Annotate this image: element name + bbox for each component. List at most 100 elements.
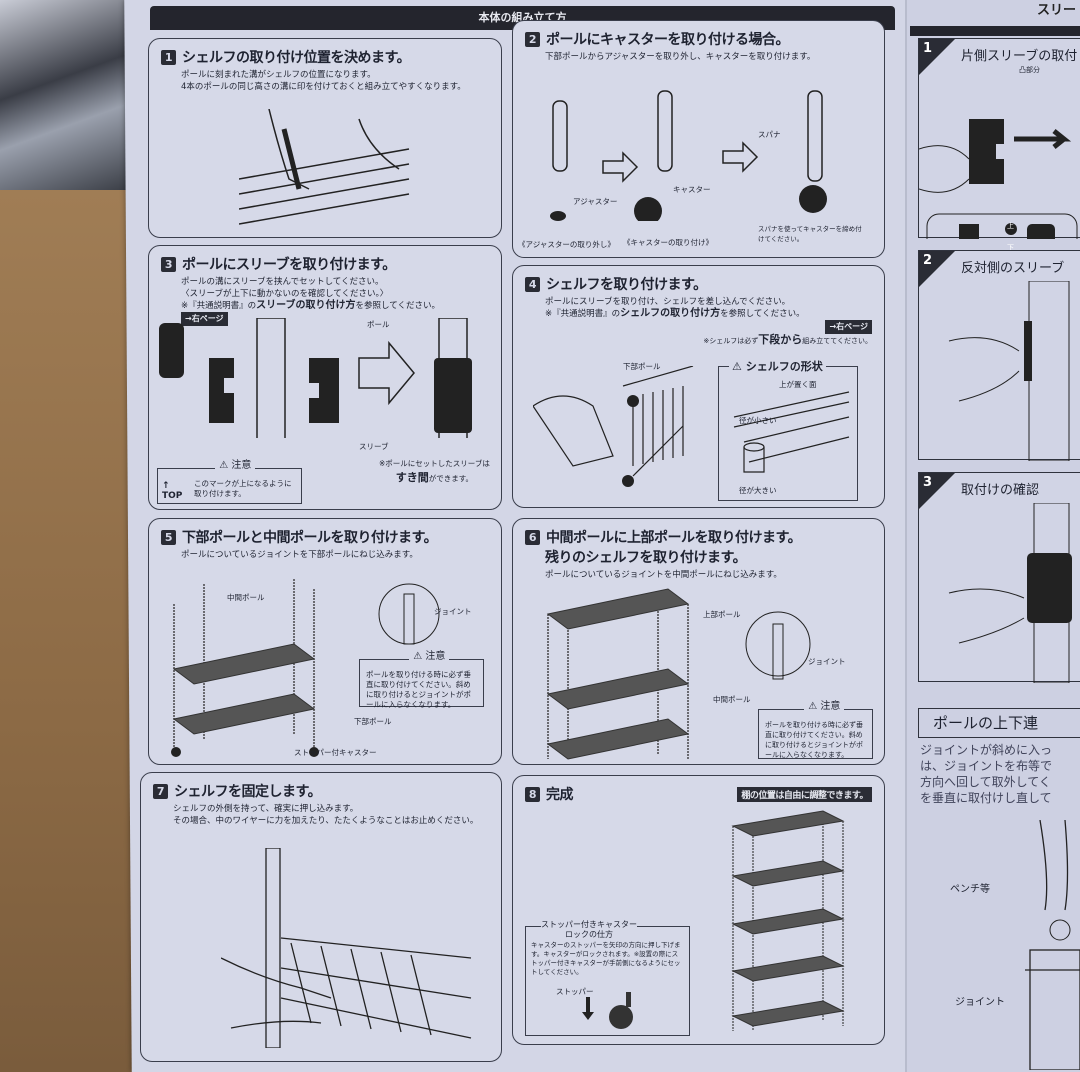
caution-note: ⚠ 注意 ↑TOP このマークが上になるように取り付けます。	[157, 461, 302, 504]
step-desc: 〈スリーブが上下に動かないのを確認してください。〉	[181, 289, 389, 299]
label-convex: 凸部分	[1019, 66, 1040, 74]
caption-caster-install: 《キャスターの取り付け》	[623, 238, 713, 247]
caution-title: ⚠ 注意	[215, 461, 256, 471]
label-spanner: スパナ	[758, 130, 781, 139]
ref-bold: シェルフの取り付け方	[620, 308, 721, 319]
pole-connection-text: ジョイントが斜めに入っは、ジョイントを布等で方向へ回して取外してくを垂直に取付け…	[920, 743, 1053, 805]
label-sleeve: スリーブ	[359, 442, 389, 451]
caption-adjuster-removal: 《アジャスターの取り外し》	[518, 240, 615, 249]
step-number: 6	[525, 529, 540, 545]
label-joint: ジョイント	[808, 657, 846, 666]
ref-prefix: ※『共通説明書』の	[181, 301, 257, 311]
label-joint: ジョイント	[434, 607, 472, 616]
marking-pole-illustration	[239, 109, 410, 225]
right-page-header: スリー	[1036, 3, 1076, 18]
step-number: 2	[525, 31, 540, 47]
label-mid-pole: 中間ポール	[713, 695, 751, 704]
sleeve-step-1: 1 片側スリーブの取付 凸部分 上 下	[918, 38, 1080, 252]
step-desc: 4本のポールの同じ高さの溝に印を付けておくと組み立てやすくなります。	[181, 82, 466, 92]
step-title: 完成	[546, 787, 574, 803]
order-note: ※シェルフは必ず	[703, 337, 759, 345]
label-pliers: ペンチ等	[950, 884, 990, 895]
step-title: シェルフを取り付けます。	[546, 277, 707, 293]
step-desc: シェルフの外側を持って、確実に押し込みます。	[173, 804, 359, 814]
caution-title: ⚠ 注意	[804, 702, 845, 712]
gap-note: ※ポールにセットしたスリーブはすき間ができます。	[379, 458, 490, 485]
step-4-panel: 4 シェルフを取り付けます。 ポールにスリーブを取り付け、シェルフを差し込んでくだ…	[512, 265, 885, 508]
ref-suffix: を参照してください。	[355, 301, 441, 311]
sleeve-hand-illustration	[919, 119, 1078, 239]
upper-shelf-illustration	[546, 588, 811, 760]
fix-shelf-illustration	[221, 848, 472, 1048]
label-adjuster: アジャスター	[573, 197, 618, 206]
label-lower-pole: 下部ポール	[354, 717, 392, 726]
pliers-joint-illustration	[1025, 820, 1080, 1070]
step-7-panel: 7 シェルフを固定します。 シェルフの外側を持って、確実に押し込みます。その場合、…	[140, 772, 502, 1062]
order-suffix: 組み立ててください。	[802, 337, 872, 345]
order-bold: 下段から	[758, 333, 803, 346]
step-title: 下部ポールと中間ポールを取り付けます。	[182, 530, 438, 546]
caution-text: ポールを取り付ける時に必ず垂直に取り付けてください。斜めに取り付けるとジョイント…	[366, 670, 471, 709]
label-mid-pole: 中間ポール	[227, 593, 265, 602]
label-top-face: 上が置く面	[779, 380, 817, 389]
step-desc: その場合、中のワイヤーに力を加えたり、たたくようなことはお止めください。	[173, 816, 479, 826]
step-number: 4	[525, 276, 540, 292]
step-title: ポールにキャスターを取り付ける場合。	[546, 32, 790, 48]
lower-shelf-illustration	[171, 579, 440, 757]
label-down: 下	[1007, 244, 1014, 252]
step-number: 1	[161, 49, 176, 65]
step-title: 取付けの確認	[961, 483, 1040, 498]
shelf-insert-illustration	[533, 366, 694, 487]
sleeve-step-2: 2 反対側のスリーブ	[918, 250, 1080, 461]
sleeve-illustration	[159, 318, 472, 438]
step-desc: ポールに刻まれた溝がシェルフの位置になります。	[181, 70, 376, 80]
shelf-corner-illustration	[733, 391, 850, 473]
caution-text: ポールを取り付ける時に必ず垂直に取り付けてください。斜めに取り付けるとジョイント…	[765, 721, 863, 759]
step-title: 中間ポールに上部ポールを取り付けます。	[546, 530, 802, 546]
label-upper-pole: 上部ポール	[703, 610, 741, 619]
top-mark: ↑TOP	[162, 481, 183, 501]
step-title: ポールにスリーブを取り付けます。	[182, 257, 396, 273]
step-desc: ポールにスリーブを取り付け、シェルフを差し込んでください。	[545, 297, 791, 307]
label-joint: ジョイント	[955, 997, 1005, 1008]
sleeve-step-3: 3 取付けの確認	[918, 472, 1080, 683]
step-title: シェルフを固定します。	[174, 784, 322, 800]
step-number: 5	[161, 529, 176, 545]
gap-note-suffix: ができます。	[428, 474, 474, 483]
caution-text: このマークが上になるように取り付けます。	[194, 479, 292, 498]
background-plastic	[0, 0, 140, 200]
ref-prefix: ※『共通説明書』の	[545, 309, 621, 319]
caution-note: ⚠ 注意ポールを取り付ける時に必ず垂直に取り付けてください。斜めに取り付けるとジ…	[758, 702, 873, 759]
caption-spanner: スパナを使ってキャスターを締め付けてください。	[758, 225, 862, 243]
pole-connection-title: ポールの上下連	[918, 708, 1080, 738]
label-pole: ポール	[367, 320, 390, 329]
background-cardboard	[0, 190, 140, 1072]
step-number: 3	[161, 256, 176, 272]
label-stopper: ストッパー	[556, 987, 594, 996]
sleeve-check-illustration	[948, 503, 1072, 683]
caution-note: ⚠ 注意ポールを取り付ける時に必ず垂直に取り付けてください。斜めに取り付けるとジ…	[359, 652, 484, 709]
step-title-2: 残りのシェルフを取り付けます。	[545, 550, 747, 566]
step-title: シェルフの取り付け位置を決めます。	[182, 50, 411, 66]
step-5-panel: 5 下部ポールと中間ポールを取り付けます。 ポールについているジョイントを下部ポー…	[148, 518, 502, 765]
gap-note-bold: すき間	[395, 471, 429, 484]
caution-title: ⚠ 注意	[409, 652, 450, 662]
sleeve-hand-illustration	[948, 281, 1070, 461]
caster-lock-box: ストッパー付きキャスターロックの仕方 キャスターのストッパーを矢印の方向に押し下…	[525, 920, 690, 1036]
shelf-shape-title: ⚠ シェルフの形状	[729, 358, 826, 374]
shelf-shape-box: ⚠ シェルフの形状 上が置く面 径が小さい 径が大きい	[718, 358, 858, 501]
right-page-bar	[910, 26, 1080, 36]
label-lower-pole: 下部ポール	[623, 362, 661, 371]
label-stopper-caster: ストッパー付キャスター	[294, 748, 377, 757]
caster-lock-title: ストッパー付きキャスターロックの仕方	[541, 920, 637, 940]
step-number: 8	[525, 786, 540, 802]
ref-bold: スリーブの取り付け方	[256, 300, 356, 311]
step-1-panel: 1 シェルフの取り付け位置を決めます。 ポールに刻まれた溝がシェルフの位置になりま…	[148, 38, 502, 238]
step-title: 片側スリーブの取付	[961, 49, 1078, 64]
caster-lock-text: キャスターのストッパーを矢印の方向に押し下げます。キャスターがロックされます。※…	[531, 941, 681, 976]
gap-note-text: ※ポールにセットしたスリーブは	[379, 459, 490, 468]
step-number: 1	[923, 41, 933, 56]
step-number: 7	[153, 783, 168, 799]
step-desc: ポールについているジョイントを下部ポールにねじ込みます。	[181, 550, 418, 560]
